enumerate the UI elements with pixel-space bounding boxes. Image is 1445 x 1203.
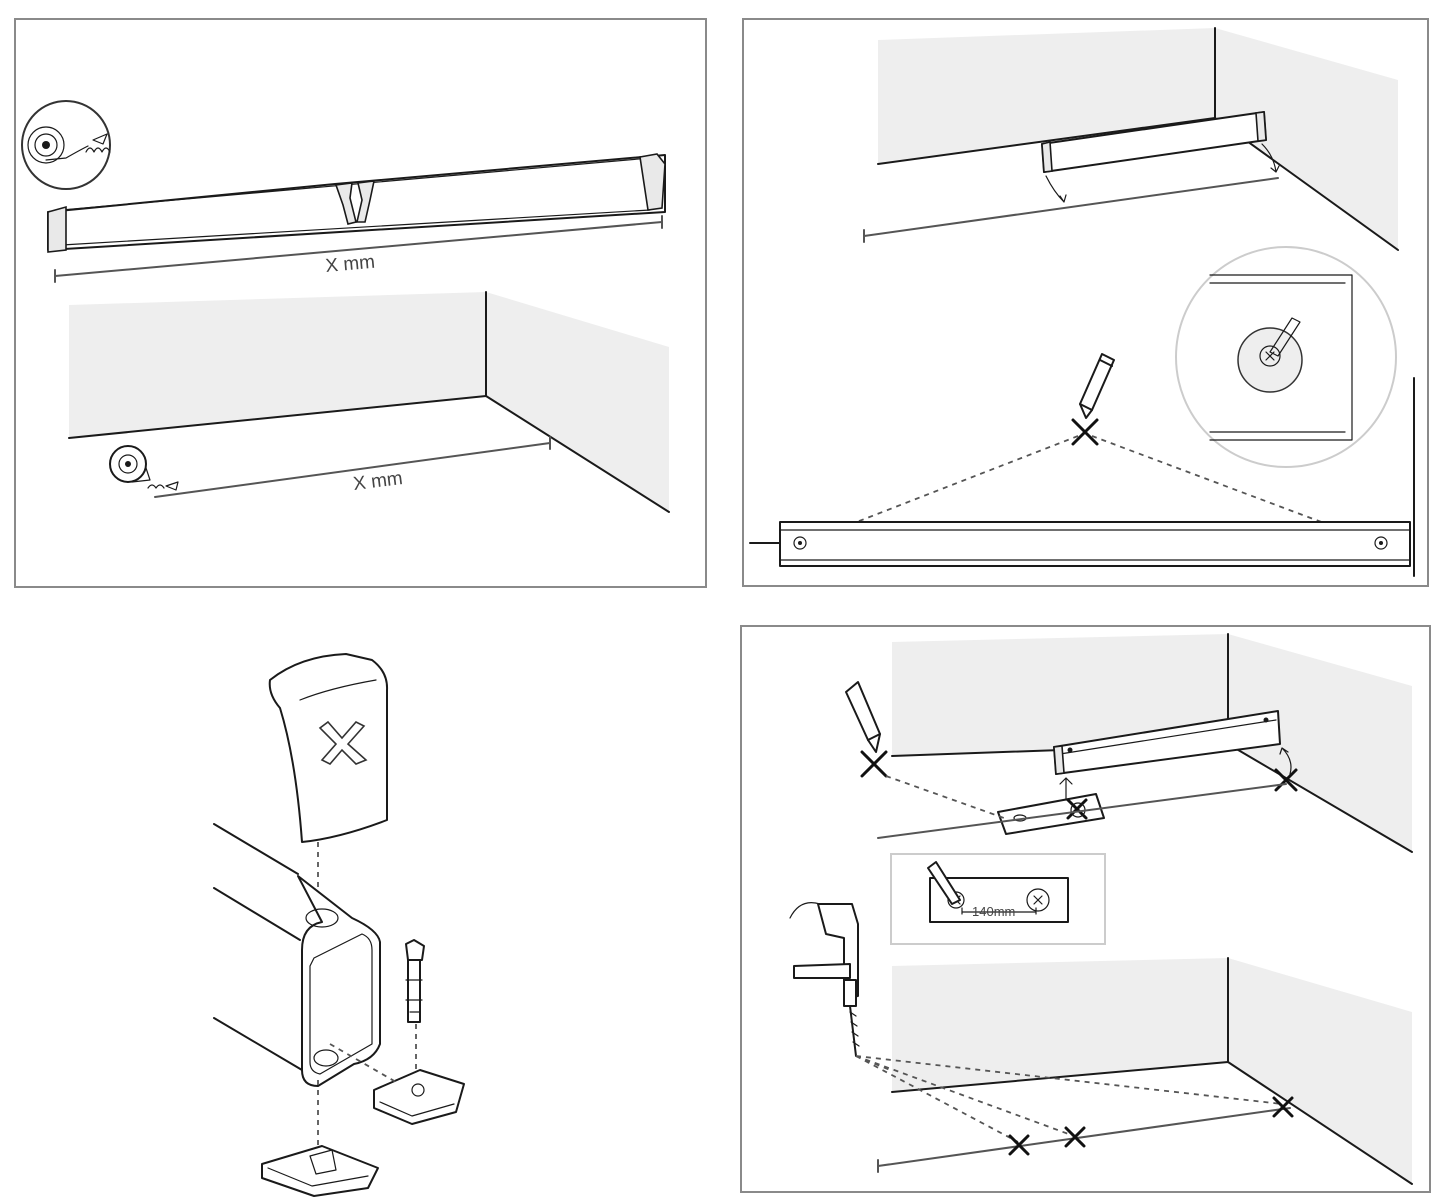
tape-measure-floor-icon [109,445,179,491]
pencil-icon [1079,353,1115,419]
panel-frame [742,18,1429,587]
cross-mark-icon [1274,768,1298,792]
cross-mark-icon [1008,1134,1030,1156]
rail-tube [213,823,381,1087]
pencil-icon [845,681,881,753]
long-rail [47,153,666,253]
panel-frame [740,625,1431,1193]
cross-mark-icon [1071,418,1099,446]
rail-on-floor [1041,111,1267,173]
arrow-up-right [1279,747,1292,775]
drill-template [997,793,1105,835]
panel-measure: X mm X mm [14,18,707,588]
panel-frame [14,18,707,588]
drill-icon [789,902,860,1057]
tape-measure-icon [21,100,111,190]
cross-mark-icon [1272,1096,1294,1118]
panel-endcap-exploded [213,653,465,1197]
bar-dimension-line [54,221,663,277]
panel-position [742,18,1429,587]
anchor-bolt-icon [405,939,425,1023]
arrow-up-left [1059,777,1073,801]
arrow-left [1045,175,1067,203]
room-corner [68,291,670,513]
mounting-plate-bottom [261,1145,379,1197]
rail-front [749,377,1415,577]
spacing-inset: 140mm [890,853,1106,945]
wall-dimension-line [154,442,551,498]
panel-drill: 140mm [740,625,1431,1193]
magnifier-detail [1175,246,1397,468]
arrow-right [1261,143,1280,173]
cross-mark-icon [1064,1126,1086,1148]
mounting-plate-right [373,1069,465,1125]
hole-spacing-label: 140mm [972,904,1015,919]
bar-length-label: X mm [325,252,376,277]
x-logo-icon [318,720,368,765]
cross-mark-icon [860,750,888,778]
rail-upper [1053,710,1281,775]
end-cap [268,653,389,843]
wall-length-label: X mm [352,468,404,495]
